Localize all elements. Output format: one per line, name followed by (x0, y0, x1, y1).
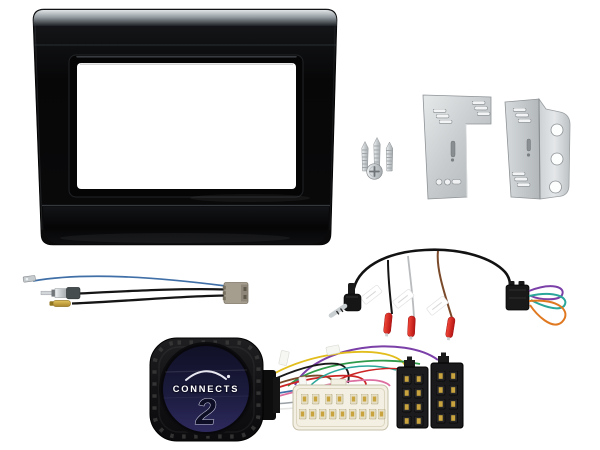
cable-tie-2 (278, 350, 290, 366)
frame-sheen (190, 194, 310, 202)
bundle-wire-red (267, 374, 367, 392)
antenna-black-wire-2 (71, 294, 227, 305)
headunit-jack-3-5mm (328, 283, 362, 318)
antenna-black-wire-1 (78, 287, 227, 295)
antenna-adapter (22, 275, 249, 307)
vehicle-connector (292, 378, 389, 431)
fascia-left-glint (34, 21, 43, 231)
cable-tie-3 (325, 344, 341, 356)
red-bullet-crimp-2 (407, 315, 416, 340)
wire-flag-label-2 (392, 288, 415, 309)
patch-connector-block (505, 281, 530, 311)
red-bullet-crimp-3 (445, 316, 456, 341)
loop-wire-teal (528, 292, 567, 310)
screws (361, 136, 394, 180)
swc-patch-lead (328, 248, 567, 341)
wire-flag-label-3 (426, 295, 449, 316)
din-antenna-plug (40, 287, 81, 300)
mounting-brackets (422, 94, 571, 200)
screw-1 (361, 140, 369, 172)
vehicle-connector-inner (296, 388, 385, 427)
loop-wire-purple (528, 285, 564, 301)
logo-dot (226, 374, 231, 379)
fascia-bottom-flap (43, 207, 329, 244)
screw-head-front (366, 163, 383, 180)
iso-connectors (396, 352, 464, 429)
fascia-top-reflection (33, 10, 337, 26)
device-ribbed-edge (152, 340, 261, 439)
bracket-right (504, 97, 571, 200)
bundle-wire-purple (294, 345, 439, 386)
spade-terminal (22, 275, 36, 283)
vehicle-connector-body (292, 384, 389, 431)
antenna-grey-connector-block (222, 282, 249, 304)
iso-connector-b (430, 352, 464, 429)
jack-tip (328, 303, 348, 318)
iso-connector-a (396, 356, 429, 429)
bracket-right-flange (538, 97, 571, 200)
screw-3 (385, 141, 394, 172)
device-side-connector-step (273, 377, 280, 413)
smb-gold-connector (49, 300, 71, 307)
flap-sheen (60, 233, 290, 243)
swc-interface: 2 CONNECTS (149, 337, 280, 442)
brand-number: 2 (195, 391, 216, 432)
bracket-left-slot (450, 140, 456, 158)
logo-swoosh (185, 370, 227, 381)
wire-flag-label-1 (360, 284, 383, 305)
patch-black-branch (387, 259, 393, 315)
loop-wire-orange (528, 299, 567, 326)
fascia-right-glint (329, 23, 336, 231)
brand-text: CONNECTS (173, 384, 240, 394)
patch-brown-branch (436, 250, 453, 319)
red-bullet-crimp-1 (383, 312, 393, 337)
antenna-blue-wire (32, 275, 227, 287)
label-reflection-2 (162, 395, 250, 399)
patch-grey-branch (407, 255, 415, 319)
brand-label-disc (161, 344, 251, 434)
phillips-cross (369, 166, 380, 177)
fascia-opening (77, 63, 296, 189)
bracket-left (422, 94, 492, 200)
patch-main-cable (351, 248, 512, 294)
fascia-panel (32, 8, 338, 246)
